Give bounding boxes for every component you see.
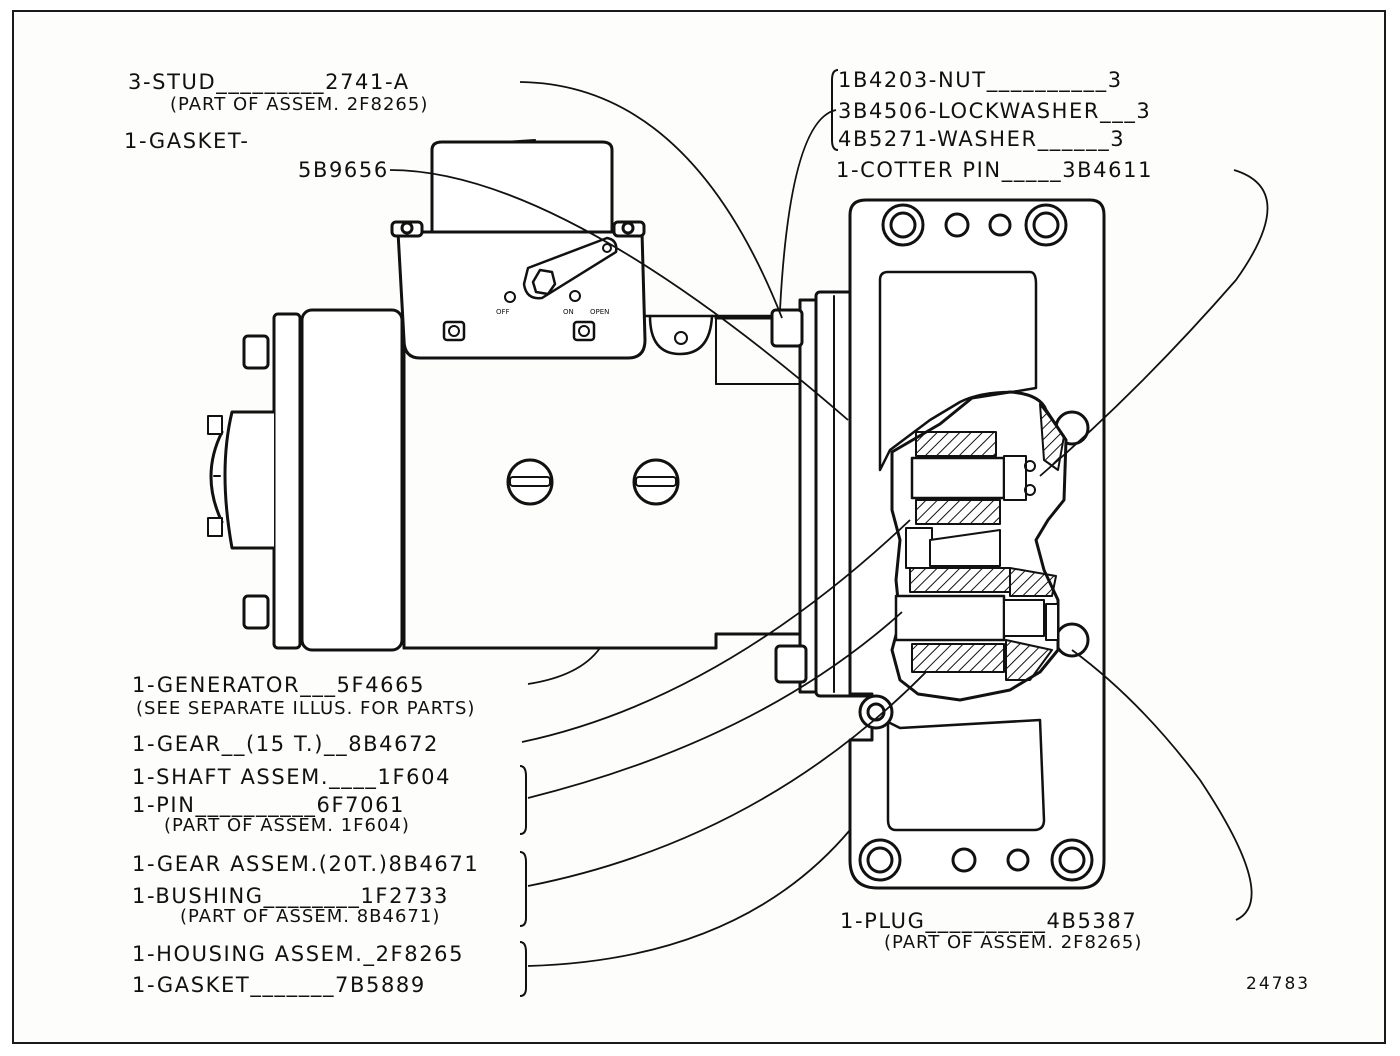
switch-mark-open: OPEN	[590, 308, 609, 316]
generator-body	[402, 316, 802, 650]
switch-mark-off: OFF	[496, 308, 510, 316]
callout-bushing: 1-BUSHING________1F2733	[132, 884, 449, 908]
leader-lines	[389, 81, 1269, 967]
leader-generator	[527, 647, 601, 685]
callout-gasket-part: 5B9656	[298, 158, 389, 182]
leader-stud	[519, 81, 783, 319]
callout-gear-assem: 1-GEAR ASSEM.(20T.)8B4671	[132, 852, 480, 876]
switch-mark-on: ON	[563, 308, 574, 316]
leader-gear-15t	[521, 519, 911, 743]
leader-nut-bracket	[779, 109, 837, 311]
callout-shaft-assem: 1-SHAFT ASSEM.____1F604	[132, 765, 452, 789]
leader-gear-20t	[527, 671, 927, 887]
leader-plug	[1071, 649, 1253, 921]
callout-nut: 1B4203-NUT__________3	[838, 68, 1123, 92]
callout-pin: 1-PIN__________6F7061	[132, 793, 405, 817]
leader-housing	[527, 829, 851, 967]
callout-plug-note: (PART OF ASSEM. 2F8265)	[884, 932, 1143, 953]
callout-pin-note: (PART OF ASSEM. 1F604)	[164, 815, 410, 836]
callout-plug: 1-PLUG__________4B5387	[840, 909, 1138, 933]
callout-housing-assem: 1-HOUSING ASSEM._2F8265	[132, 942, 465, 966]
callout-lockwasher: 3B4506-LOCKWASHER___3	[838, 99, 1152, 123]
callout-gear-15t: 1-GEAR__(15 T.)__8B4672	[132, 732, 440, 756]
callout-generator: 1-GENERATOR___5F4665	[132, 673, 426, 697]
figure-number: 24783	[1246, 974, 1311, 994]
callout-stud-note: (PART OF ASSEM. 2F8265)	[170, 94, 429, 115]
callout-bushing-note: (PART OF ASSEM. 8B4671)	[180, 906, 441, 927]
callout-generator-note: (SEE SEPARATE ILLUS. FOR PARTS)	[136, 698, 476, 719]
callout-stud: 3-STUD_________2741-A	[128, 70, 410, 94]
leader-shaft-pin	[527, 611, 903, 799]
callout-gasket-top: 1-GASKET-	[124, 129, 250, 153]
callout-washer: 4B5271-WASHER______3	[838, 127, 1126, 151]
regulator-cover	[430, 140, 614, 242]
callout-gasket-bottom: 1-GASKET_______7B5889	[132, 973, 426, 997]
leader-gasket-top	[389, 169, 849, 421]
leader-cotter	[1039, 169, 1269, 477]
callout-cotter-pin: 1-COTTER PIN_____3B4611	[836, 158, 1154, 182]
